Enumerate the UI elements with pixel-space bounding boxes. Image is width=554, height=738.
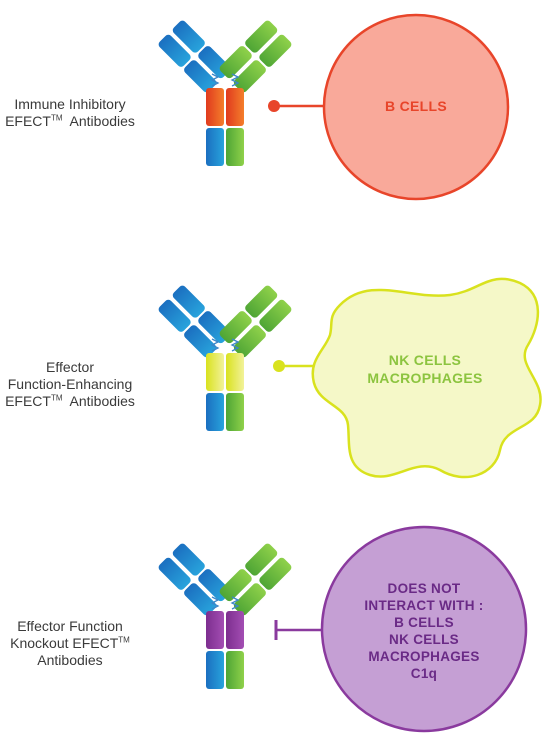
no-interaction-shape — [320, 525, 528, 733]
label-line: EFECT — [5, 113, 51, 129]
panel-effector-enhancing: Effector Function-Enhancing EFECTTM Anti… — [0, 265, 554, 505]
ch3-domain-left — [206, 128, 224, 166]
fc-domain-left — [206, 88, 224, 126]
antibody-icon — [158, 20, 292, 166]
target-line: B CELLS — [385, 98, 447, 114]
ch3-domain-right — [226, 128, 244, 166]
label-line: Effector Function — [17, 618, 123, 634]
fc-domain-left — [206, 611, 224, 649]
antibody-label: Immune Inhibitory EFECTTM Antibodies — [0, 96, 140, 130]
ch3-domain-right — [226, 393, 244, 431]
trademark: TM — [50, 393, 63, 403]
fab-arm-right — [219, 285, 292, 358]
ch3-domain-left — [206, 651, 224, 689]
label-line: Knockout EFECT — [10, 635, 119, 651]
label-line: Immune Inhibitory — [14, 96, 126, 112]
antibody-icon — [158, 543, 292, 689]
target-line: C1q — [410, 666, 438, 681]
target-cells-text: NK CELLS MACROPHAGES — [350, 351, 500, 387]
fab-arm-left — [158, 20, 231, 93]
fab-arm-left — [158, 285, 231, 358]
fab-arm-right — [219, 543, 292, 616]
fab-arm-right — [219, 20, 292, 93]
connector-bar-icon — [274, 620, 326, 640]
target-line: NK CELLS — [389, 632, 459, 647]
target-line: INTERACT WITH : — [364, 598, 484, 613]
fc-domain-right — [226, 353, 244, 391]
target-line: MACROPHAGES — [367, 370, 483, 386]
hinge-lines — [210, 73, 240, 87]
target-cells-text: B CELLS — [321, 97, 511, 115]
target-line: B CELLS — [394, 615, 454, 630]
nk-macrophage-shape — [311, 277, 542, 479]
trademark: TM — [118, 635, 130, 645]
target-cells-text: DOES NOT INTERACT WITH : B CELLS NK CELL… — [319, 580, 529, 682]
label-line: Effector — [46, 359, 94, 375]
ch3-domain-left — [206, 393, 224, 431]
b-cell-shape — [322, 13, 510, 201]
hinge-lines — [210, 338, 240, 352]
fc-domain-right — [226, 611, 244, 649]
fc-domain-right — [226, 88, 244, 126]
label-line: Antibodies — [69, 113, 135, 129]
ch3-domain-right — [226, 651, 244, 689]
panel-immune-inhibitory: Immune Inhibitory EFECTTM Antibodies B C… — [0, 0, 554, 230]
target-line: NK CELLS — [388, 352, 462, 368]
connector-dot-icon — [268, 100, 326, 112]
label-line: Function-Enhancing — [7, 376, 133, 392]
target-line: DOES NOT — [387, 581, 461, 596]
antibody-icon — [158, 285, 292, 431]
label-line: Antibodies — [69, 393, 135, 409]
label-line: Antibodies — [37, 652, 103, 668]
fc-domain-left — [206, 353, 224, 391]
hinge-lines — [210, 596, 240, 610]
panel-effector-knockout: Effector Function Knockout EFECTTM Antib… — [0, 520, 554, 738]
label-line: EFECT — [5, 393, 51, 409]
antibody-label: Effector Function-Enhancing EFECTTM Anti… — [0, 359, 140, 410]
antibody-label: Effector Function Knockout EFECTTM Antib… — [0, 618, 140, 669]
trademark: TM — [50, 113, 63, 123]
fab-arm-left — [158, 543, 231, 616]
target-line: MACROPHAGES — [368, 649, 480, 664]
